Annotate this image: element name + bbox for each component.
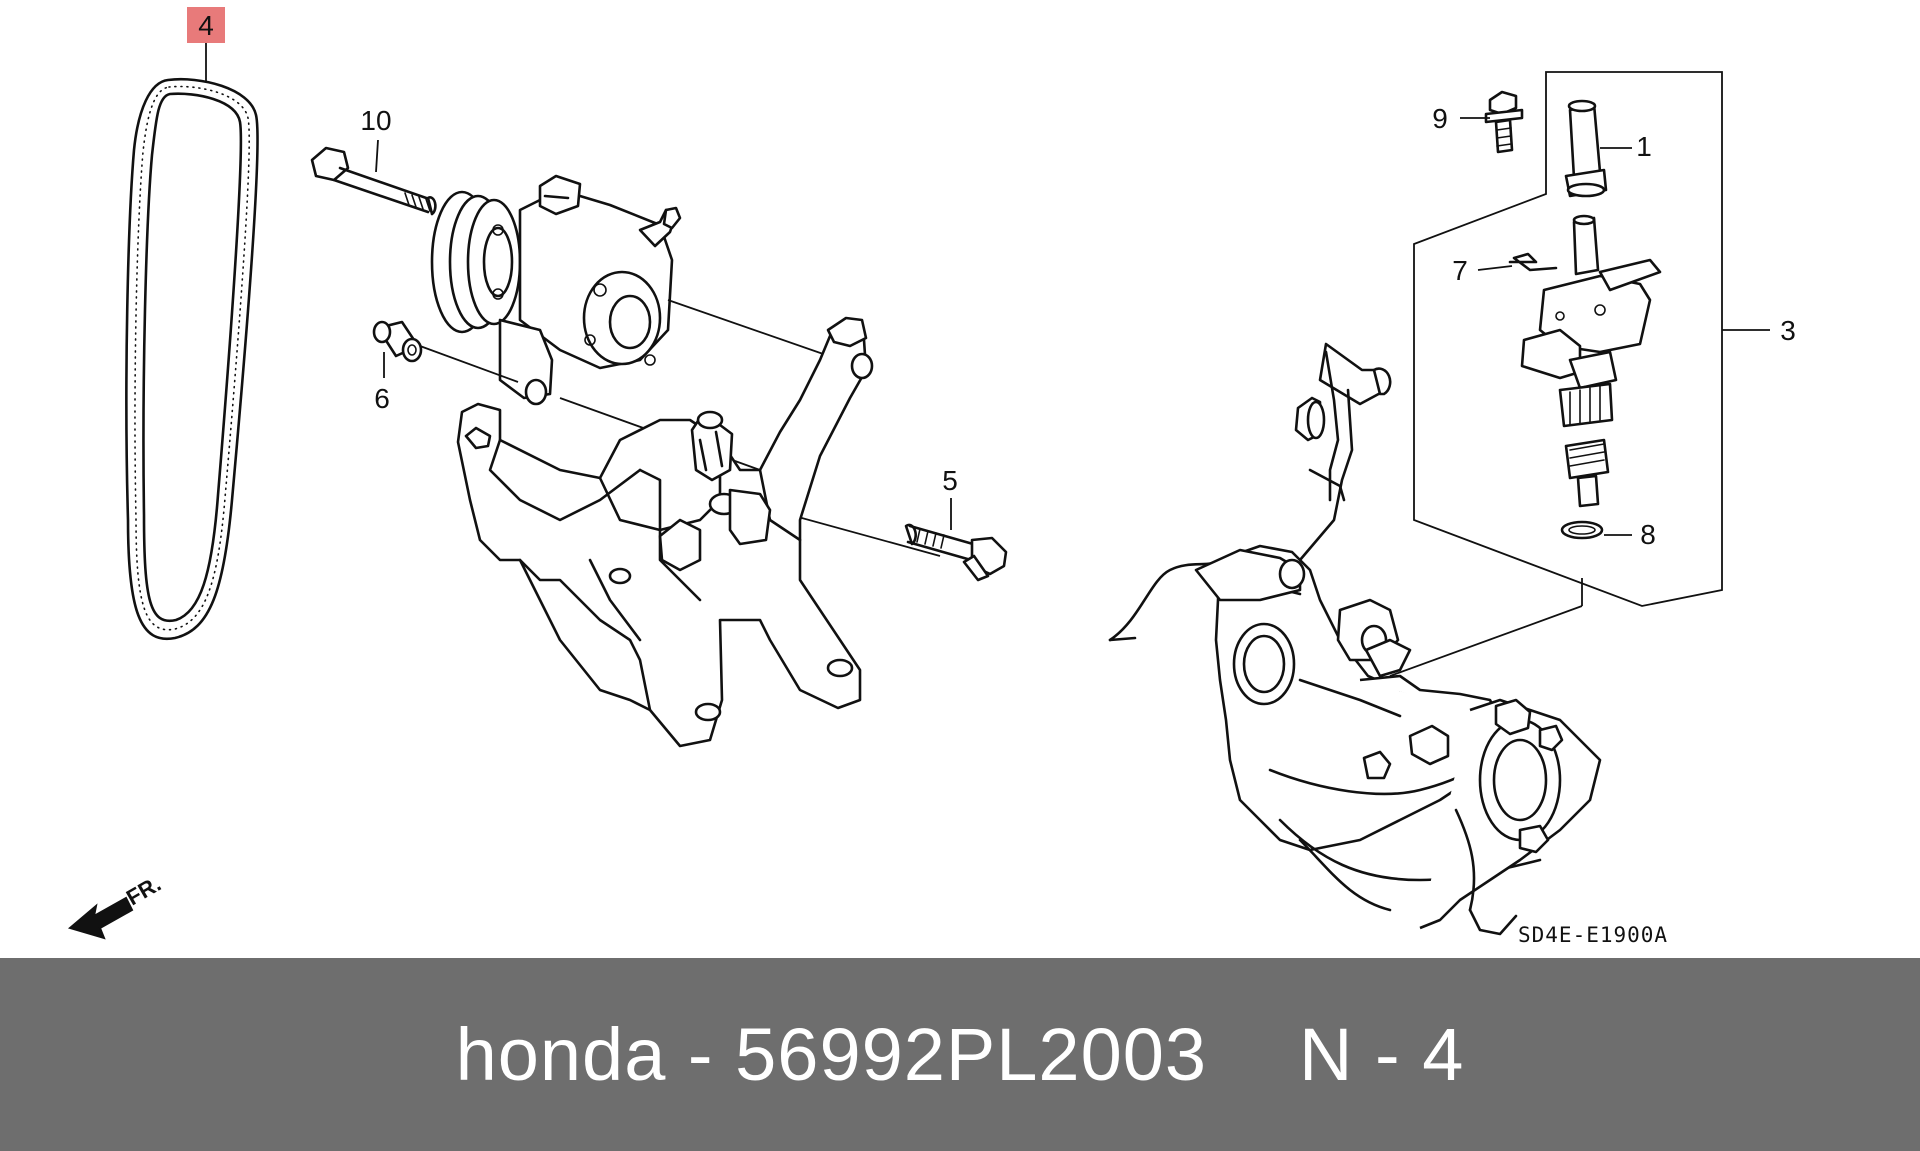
o-ring[interactable] bbox=[1560, 520, 1604, 540]
reference-code: SD4E-E1900A bbox=[1518, 923, 1668, 947]
drive-belt[interactable] bbox=[125, 78, 259, 641]
part-info-footer: honda - 56992PL2003 N - 4 bbox=[0, 958, 1920, 1151]
exploded-view-svg: 4 10 bbox=[67, 7, 1796, 947]
engine-block-section bbox=[1108, 544, 1602, 936]
callout-9: 9 bbox=[1432, 103, 1490, 134]
callout-4-label: 4 bbox=[198, 10, 214, 41]
svg-text:5: 5 bbox=[942, 465, 958, 496]
callout-6: 6 bbox=[374, 352, 390, 414]
pump-mounting-bolt[interactable] bbox=[310, 146, 437, 216]
pump-collar[interactable] bbox=[372, 320, 423, 363]
speed-sensor[interactable] bbox=[1520, 214, 1662, 508]
callout-10: 10 bbox=[360, 105, 392, 173]
callout-3: 3 bbox=[1722, 315, 1796, 346]
callout-4[interactable]: 4 bbox=[187, 7, 225, 82]
part-title: honda - 56992PL2003 bbox=[455, 1013, 1208, 1096]
mount-bracket-right bbox=[1194, 342, 1412, 678]
arrow-shape bbox=[67, 896, 134, 940]
callout-1: 1 bbox=[1600, 131, 1652, 162]
sensor-bolt[interactable] bbox=[1484, 90, 1524, 154]
svg-text:10: 10 bbox=[360, 105, 391, 136]
assembly-outline bbox=[1389, 71, 1723, 677]
callout-5: 5 bbox=[942, 465, 958, 530]
svg-text:6: 6 bbox=[374, 383, 390, 414]
callout-8: 8 bbox=[1604, 519, 1656, 550]
retaining-clip[interactable] bbox=[1508, 252, 1558, 272]
callout-4-highlight bbox=[187, 7, 225, 43]
svg-text:1: 1 bbox=[1636, 131, 1652, 162]
front-direction-arrow: FR. bbox=[67, 871, 165, 940]
svg-text:3: 3 bbox=[1780, 315, 1796, 346]
speed-sensor-cap[interactable] bbox=[1564, 99, 1608, 198]
callout-7: 7 bbox=[1452, 255, 1513, 286]
parts-diagram: 4 10 bbox=[67, 7, 1796, 947]
power-steering-pump[interactable] bbox=[430, 174, 682, 406]
pump-bracket bbox=[456, 316, 874, 748]
part-position: N - 4 bbox=[1299, 1013, 1465, 1096]
svg-text:8: 8 bbox=[1640, 519, 1656, 550]
svg-text:9: 9 bbox=[1432, 103, 1448, 134]
bracket-bolt[interactable] bbox=[904, 523, 1008, 582]
svg-text:7: 7 bbox=[1452, 255, 1468, 286]
